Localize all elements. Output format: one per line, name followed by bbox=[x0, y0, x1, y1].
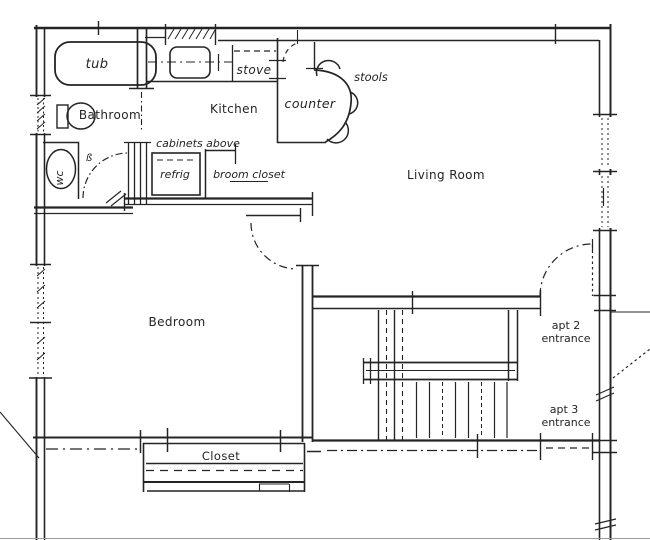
stair-stringer-dashed bbox=[385, 310, 404, 440]
stair-top-wall-ticks bbox=[411, 290, 542, 316]
top-wall-tick-marks bbox=[97, 21, 557, 44]
apt3-label-line1: apt 3 bbox=[550, 403, 579, 416]
counter-label: counter bbox=[285, 96, 336, 111]
bedroom bbox=[33, 264, 319, 453]
closet bbox=[142, 442, 306, 492]
door-mark: ß bbox=[86, 153, 92, 164]
leader-line-bottom-left bbox=[0, 411, 40, 459]
living-windows-ticks bbox=[593, 113, 617, 232]
cabinets-above-label: cabinets above bbox=[156, 137, 240, 150]
wc-fixture bbox=[45, 148, 77, 190]
right-wall-marks bbox=[593, 294, 617, 531]
tub bbox=[54, 41, 157, 86]
stools-label: stools bbox=[354, 70, 388, 84]
bathroom-window-hatch bbox=[36, 97, 46, 130]
stair-bottom-wall-ticks bbox=[307, 433, 594, 460]
stool-bottom bbox=[326, 121, 350, 144]
stool-right bbox=[348, 91, 359, 115]
apt3-label-line2: entrance bbox=[541, 416, 590, 429]
kitchen-door-arc bbox=[250, 222, 298, 270]
stair-inner-wall bbox=[507, 310, 519, 381]
bedroom-right-wall bbox=[301, 266, 314, 442]
bedroom-window-mask bbox=[35, 266, 46, 377]
broom-closet-label: broom closet bbox=[213, 168, 286, 181]
bedroom-label: Bedroom bbox=[148, 315, 205, 329]
bedroom-window-ticks bbox=[29, 263, 52, 379]
counter-bulge bbox=[313, 69, 352, 143]
entrances bbox=[539, 239, 594, 449]
stove-label: stove bbox=[237, 63, 272, 77]
tub-label: tub bbox=[86, 57, 109, 72]
windows bbox=[29, 94, 617, 379]
bathroom-label: Bathroom bbox=[79, 108, 141, 122]
counter-left-edge-ticks bbox=[269, 59, 286, 80]
living-window2-mask bbox=[598, 175, 612, 228]
dotted-diagonal-right bbox=[612, 348, 650, 379]
right-wall-junction-ticks bbox=[593, 294, 617, 454]
living-window1-mask bbox=[598, 117, 612, 169]
stair-newel-post bbox=[362, 358, 372, 384]
hall-door-arc bbox=[82, 152, 129, 199]
apt2-label-line2: entrance bbox=[541, 332, 590, 345]
labels: tub Bathroom wc ß Kitchen stove counter … bbox=[53, 57, 591, 463]
broom-closet-walls bbox=[204, 149, 236, 199]
stool-top bbox=[315, 59, 341, 77]
cabinet-wall-ticks bbox=[105, 141, 151, 207]
apt2-door-arc bbox=[539, 243, 593, 297]
misc-marks bbox=[0, 348, 650, 539]
stairwell bbox=[307, 290, 650, 460]
bedroom-window-glass bbox=[37, 267, 44, 376]
right-wall-hatch-mid bbox=[595, 386, 615, 402]
tub-alcove-wall bbox=[136, 27, 148, 89]
bedroom-window-hatch bbox=[36, 268, 46, 361]
living-window2-glass bbox=[601, 176, 609, 227]
stair-stringer-lines bbox=[377, 310, 396, 440]
stair-treads-dashed bbox=[442, 382, 482, 438]
bathroom-window-mask bbox=[35, 97, 46, 133]
refrigerator bbox=[151, 152, 201, 196]
stair-railing bbox=[363, 361, 518, 381]
kitchen-label: Kitchen bbox=[210, 102, 258, 116]
counter-corner-dashed-arc bbox=[282, 42, 298, 63]
closet-walls bbox=[142, 442, 306, 492]
cabinet-wall bbox=[127, 143, 148, 205]
kitchen bbox=[123, 24, 359, 270]
stair-treads bbox=[415, 382, 508, 438]
bathroom bbox=[34, 27, 157, 215]
kitchen-wall-ticks bbox=[123, 192, 314, 222]
wc-alcove-walls bbox=[43, 141, 80, 199]
living-window1-glass bbox=[601, 118, 609, 168]
refrig-label: refrig bbox=[160, 168, 190, 181]
bedroom-bottom-wall-ticks bbox=[139, 428, 282, 453]
sink-window-hatch bbox=[167, 28, 216, 40]
right-wall-hatch-bottom bbox=[594, 518, 617, 531]
toilet-bowl bbox=[66, 102, 96, 130]
bathroom-window-ticks bbox=[30, 94, 51, 136]
closet-notch bbox=[258, 483, 291, 492]
apt2-label-line1: apt 2 bbox=[552, 319, 581, 332]
sink-window-ticks bbox=[164, 24, 217, 45]
closet-label: Closet bbox=[202, 449, 240, 463]
living-room-label: Living Room bbox=[407, 168, 485, 182]
wc-label: wc bbox=[53, 170, 66, 185]
toilet-tank bbox=[56, 104, 69, 129]
